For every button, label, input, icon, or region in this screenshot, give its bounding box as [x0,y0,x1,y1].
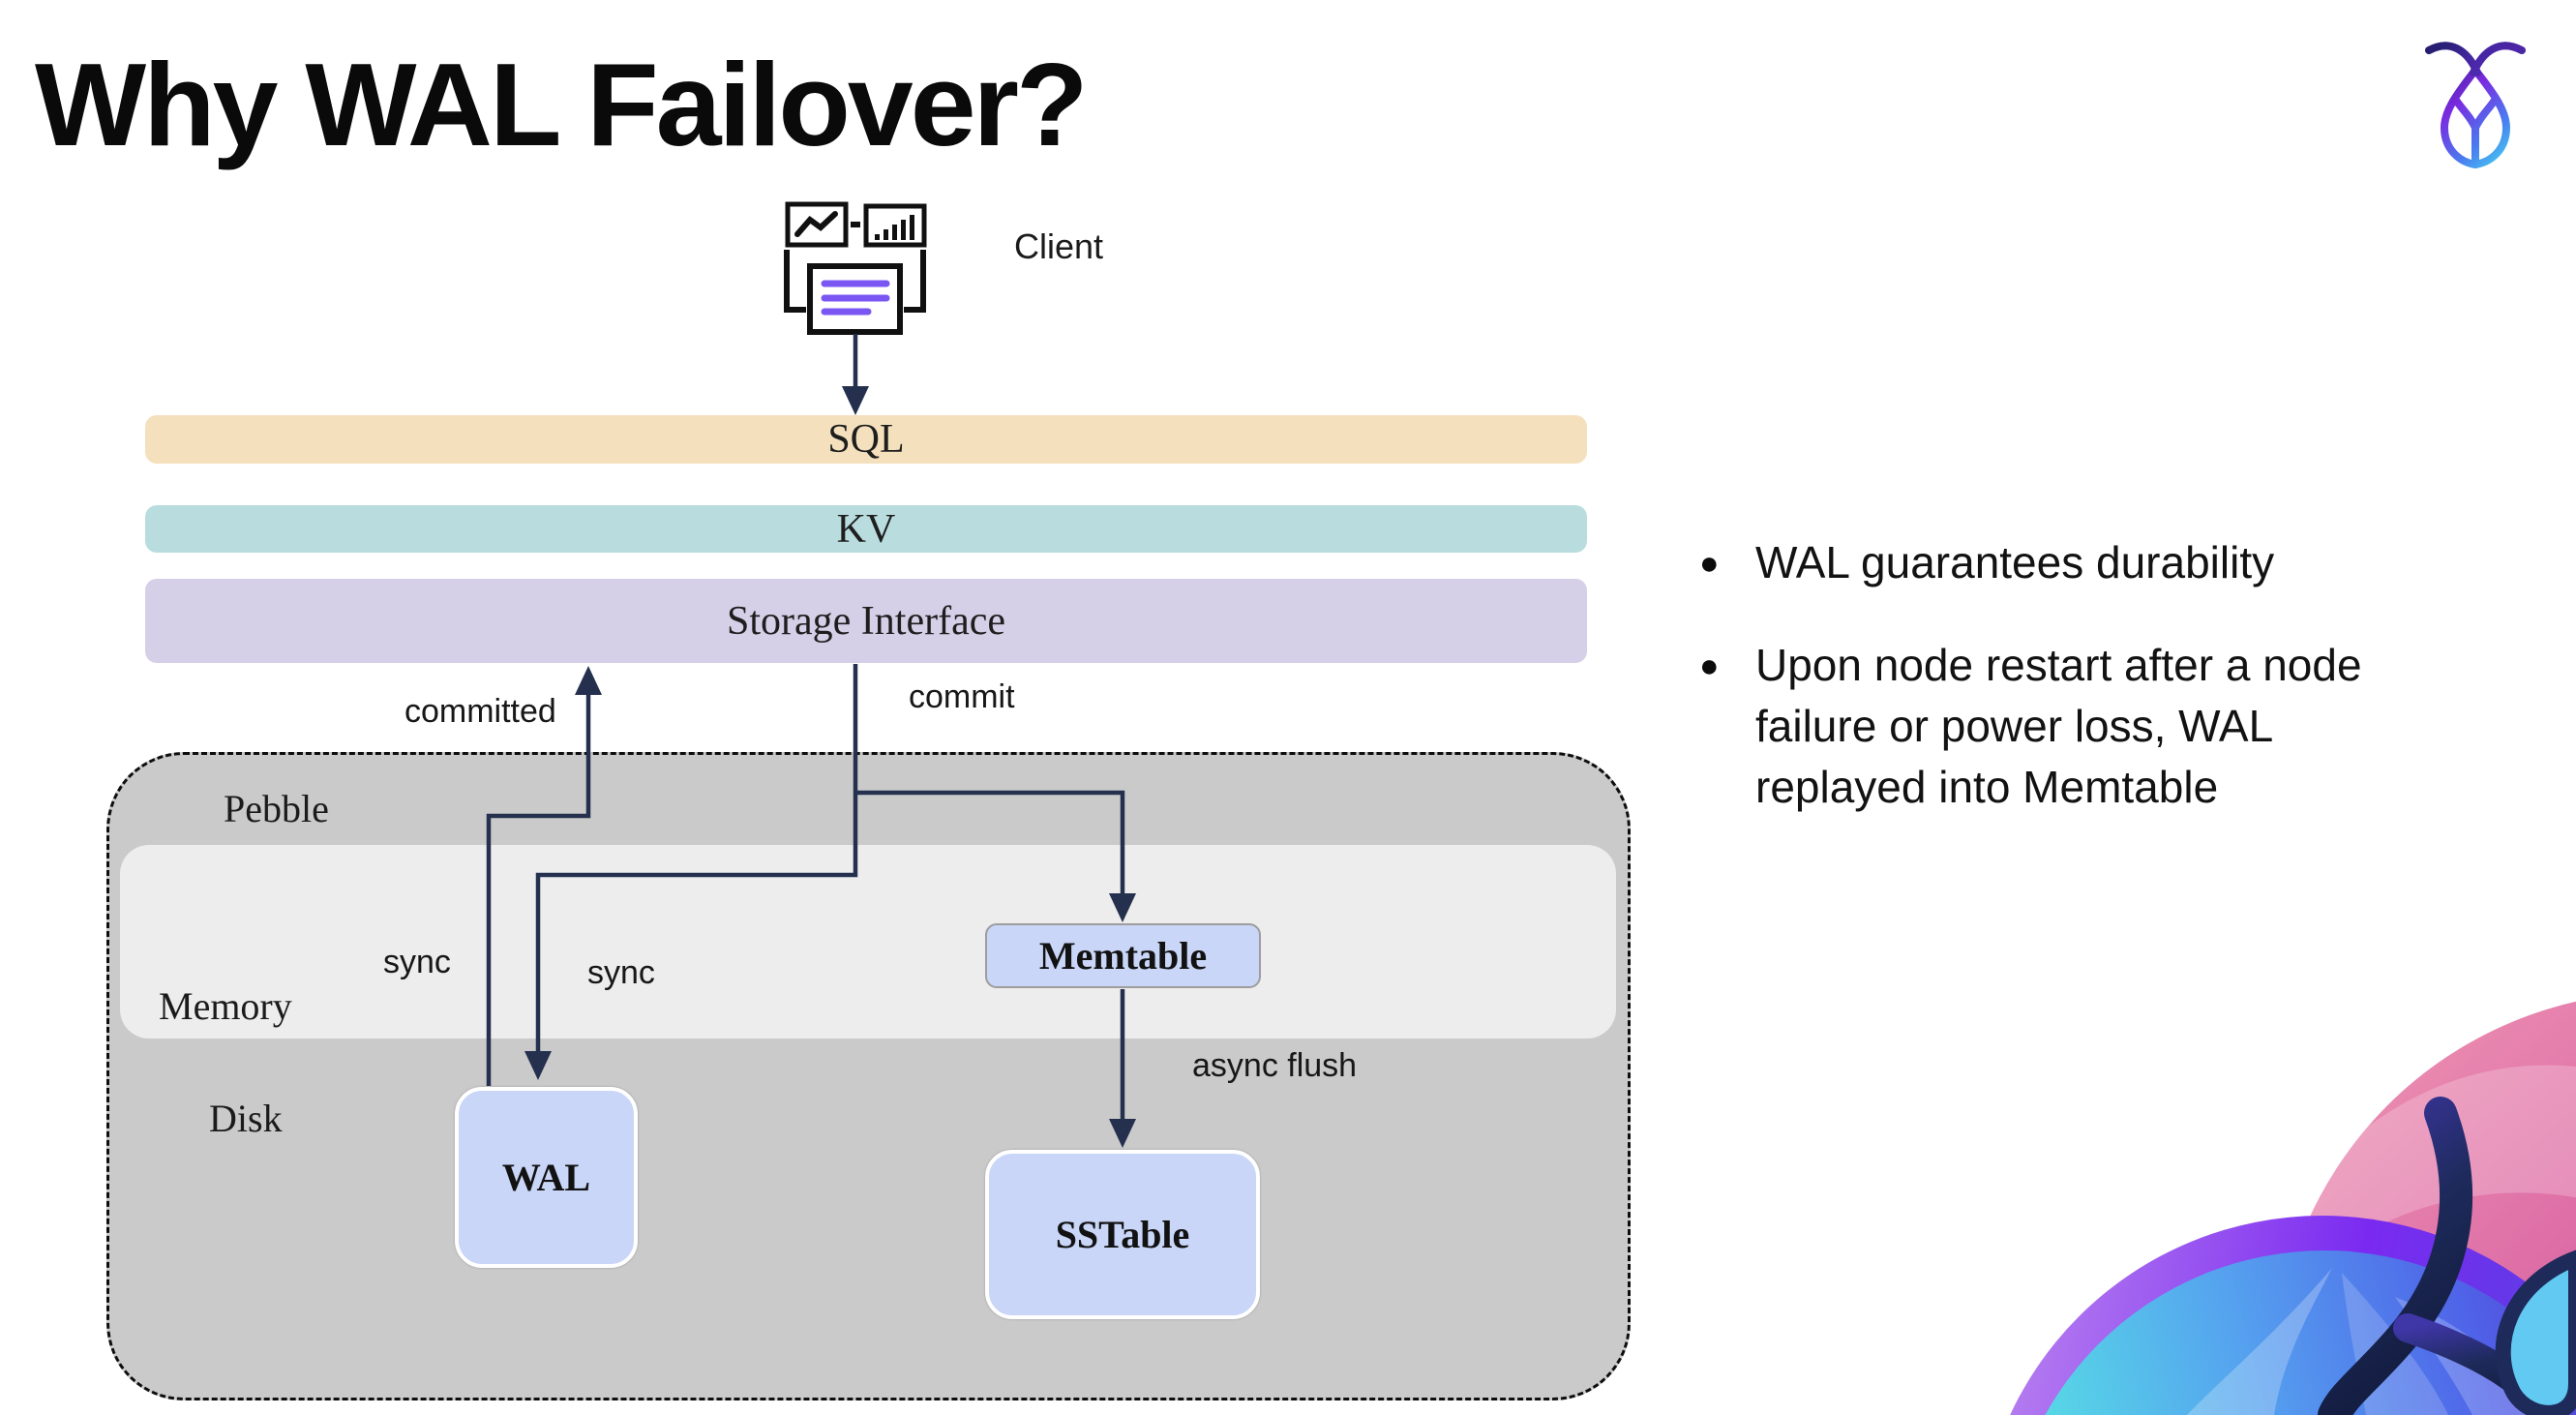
bullet-dot-icon: ● [1699,545,1720,582]
brand-navy-band [2318,1097,2473,1415]
disk-label: Disk [209,1097,283,1140]
client-workstation-icon [784,201,927,335]
edge-label-commit: commit [909,678,1015,715]
edge-label-sync-right: sync [587,954,655,991]
sstable-box-label: SSTable [1055,1213,1190,1256]
left-bracket-icon [784,250,806,313]
layer-storage-interface-label: Storage Interface [727,598,1005,644]
bullet-text: Upon node restart after a node failure o… [1755,640,2362,812]
cockroachdb-brand-art [2010,1001,2576,1415]
edge-label-async-flush: async flush [1192,1047,1358,1084]
edge-label-committed: committed [404,693,556,730]
line-chart-icon [785,201,849,248]
bullet-item: ● WAL guarantees durability [1699,532,2551,594]
layer-storage-interface: Storage Interface [145,579,1587,663]
layer-kv-label: KV [836,506,896,552]
memory-band [120,845,1616,1039]
pebble-label: Pebble [224,787,329,830]
layer-kv: KV [145,505,1587,553]
right-bracket-icon [904,250,926,313]
edge-label-sync-left: sync [383,944,451,980]
slide-title: Why WAL Failover? [35,39,1089,170]
wal-box: WAL [455,1087,638,1268]
memory-label: Memory [159,984,292,1028]
cockroachdb-logo-icon [2425,42,2526,168]
bullet-dot-icon: ● [1699,647,1720,684]
client-label: Client [1014,226,1104,266]
arrowhead-sql [842,386,869,415]
wal-box-label: WAL [501,1156,591,1199]
arrowhead-storage-committed [575,666,602,695]
layer-sql: SQL [145,415,1587,464]
memtable-box: Memtable [985,923,1261,988]
bullet-text: WAL guarantees durability [1755,537,2275,587]
brand-cyan-leaf [2495,1249,2576,1415]
sstable-box: SSTable [985,1150,1260,1319]
layer-sql-label: SQL [827,417,905,462]
bullet-item: ● Upon node restart after a node failure… [1699,635,2551,818]
memtable-box-label: Memtable [1038,934,1208,978]
bullet-list: ● WAL guarantees durability ● Upon node … [1699,532,2551,818]
